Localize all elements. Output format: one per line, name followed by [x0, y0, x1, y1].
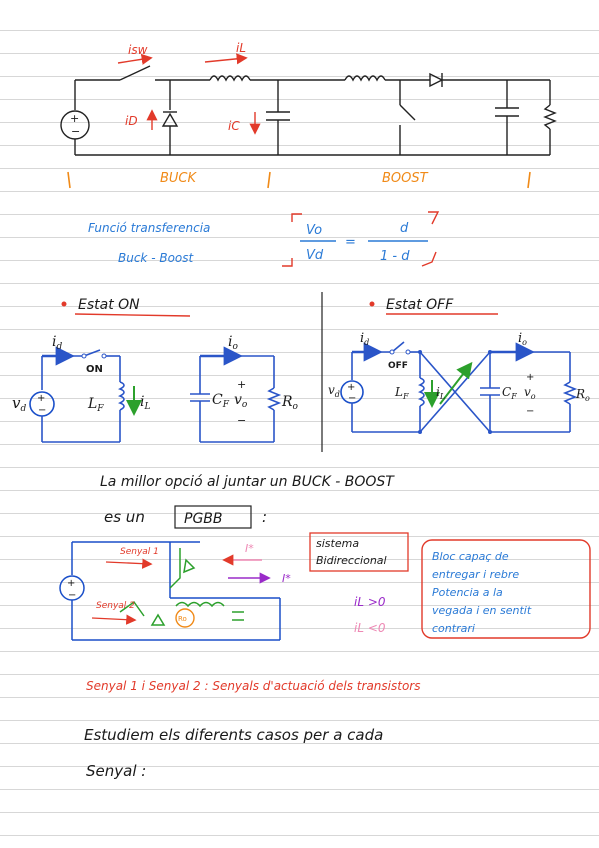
on-lf-label: LF [87, 396, 104, 414]
source-minus: − [71, 125, 80, 138]
off-cf-label: CF [502, 385, 517, 401]
one-minus-d: 1 - d [380, 249, 410, 264]
transfer-subtitle: Buck - Boost [118, 251, 195, 265]
d-numerator: d [400, 221, 409, 236]
pgbb-colon: : [262, 508, 267, 526]
pgbb-source-plus: + [67, 578, 75, 589]
off-state-circuit [340, 341, 578, 433]
il-positive-label: iL >0 [354, 595, 386, 609]
sistema-label: sistema [316, 537, 359, 550]
bloc-text: Bloc capaç de entregar i rebre Potencia … [432, 550, 532, 635]
buck-label: BUCK [160, 171, 198, 186]
i-star-purple: I* [282, 572, 291, 585]
off-vo-minus: − [526, 406, 534, 417]
off-ro-label: Ro [575, 387, 590, 403]
on-vo-label: vo [234, 392, 248, 410]
bloc-line-2: entregar i rebre [432, 568, 519, 581]
on-cf-label: CF [212, 392, 230, 410]
on-vd-label: vd [12, 394, 26, 414]
off-io-label: io [518, 331, 527, 347]
vo-numerator: Vo [306, 223, 322, 238]
estat-on-title: Estat ON [78, 297, 140, 313]
off-lf-label: LF [394, 385, 409, 401]
pgbb-box-text: PGBB [184, 511, 223, 527]
pgbb-circuit [59, 541, 281, 641]
on-switch-label: ON [86, 364, 103, 375]
source-plus: + [70, 112, 79, 125]
on-io-label: io [228, 334, 238, 352]
transfer-title: Funció transferencia [88, 221, 210, 235]
millor-opcio-line: La millor opció al juntar un BUCK - BOOS… [100, 474, 395, 490]
on-id-label: id [52, 334, 62, 352]
il-negative-label: iL <0 [354, 621, 386, 635]
senyal2-label: Senyal 2 [96, 601, 135, 611]
boost-label: BOOST [382, 171, 429, 186]
on-il-label: iL [140, 394, 150, 412]
bloc-line-4: vegada i en sentit [432, 604, 532, 617]
isw-label: isw [128, 43, 148, 57]
buck-boost-brackets [67, 171, 531, 189]
senyal-colon-line: Senyal : [86, 762, 146, 780]
off-vo-plus: + [526, 372, 534, 383]
id-label: iD [125, 114, 138, 128]
on-ro-label: Ro [281, 394, 299, 412]
senyals-actuacio-line: Senyal 1 i Senyal 2 : Senyals d'actuació… [86, 679, 420, 693]
off-switch-label: OFF [388, 361, 408, 371]
senyal1-label: Senyal 1 [120, 547, 159, 557]
bloc-line-1: Bloc capaç de [432, 550, 509, 563]
il-top-label: iL [236, 41, 246, 55]
estudiem-line: Estudiem els diferents casos per a cada [84, 726, 383, 744]
pgbb-green-path [119, 548, 244, 626]
pgbb-source-minus: − [68, 590, 76, 601]
vd-denominator: Vd [306, 248, 324, 263]
off-vd-label: vd [328, 383, 340, 399]
off-id-label: id [360, 331, 369, 347]
estat-off-title: Estat OFF [386, 297, 454, 313]
off-vo-label: vo [524, 385, 536, 401]
on-vo-minus: − [237, 414, 246, 427]
off-il-label: iL [436, 385, 445, 401]
ro-bulb-label: Ro [178, 615, 187, 623]
on-source-plus: + [37, 393, 45, 404]
es-un-text: es un [104, 508, 145, 526]
bidireccional-label: Bidireccional [316, 554, 387, 567]
bloc-line-3: Potencia a la [432, 586, 503, 599]
buck-boost-circuit [60, 65, 557, 156]
off-source-plus: + [347, 382, 355, 393]
on-vo-plus: + [237, 378, 246, 391]
ic-label: iC [228, 119, 240, 133]
i-star-pink: I* [245, 542, 254, 555]
bloc-line-5: contrari [432, 622, 475, 635]
on-source-minus: − [38, 405, 46, 416]
off-source-minus: − [348, 393, 356, 404]
equals-sign: = [345, 235, 356, 250]
